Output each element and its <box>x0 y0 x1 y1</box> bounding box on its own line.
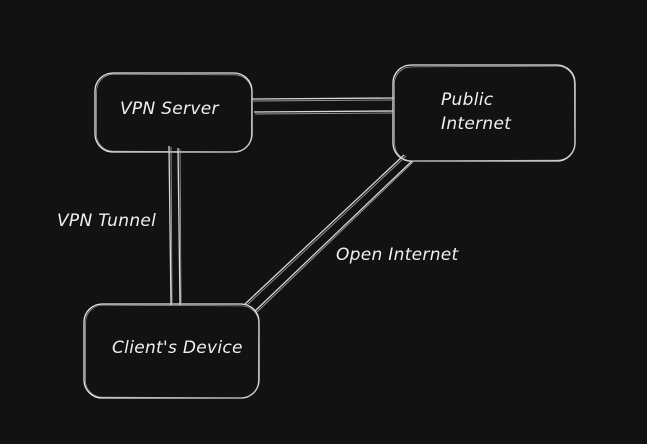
edge-vpn-tunnel <box>168 145 182 306</box>
edge-label-open-internet: Open Internet <box>336 245 459 265</box>
edge-vpn-server-public-internet <box>251 97 395 115</box>
node-label-clients-device: Client's Device <box>112 338 243 358</box>
node-public-internet-shape[interactable] <box>392 64 576 162</box>
node-label-public-internet: Public Internet <box>441 90 512 134</box>
edge-label-vpn-tunnel: VPN Tunnel <box>57 211 157 231</box>
node-label-vpn-server: VPN Server <box>120 99 219 119</box>
node-vpn-server-shape[interactable] <box>94 72 253 153</box>
edge-open-internet <box>244 154 414 313</box>
